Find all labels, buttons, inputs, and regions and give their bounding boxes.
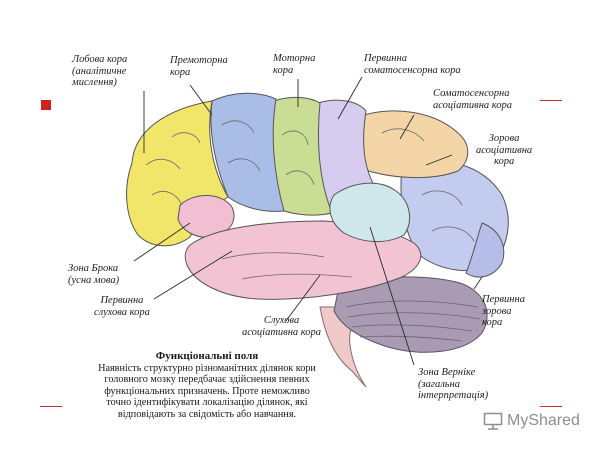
label-motor-cortex: Моторна кора	[273, 53, 316, 76]
cerebellum	[333, 276, 488, 353]
caption-title: Функціональні поля	[155, 350, 259, 362]
watermark-text: MyShared	[507, 412, 580, 429]
label-wernicke-area: Зона Верніке (загальна інтерпретація)	[418, 367, 489, 401]
label-frontal-cortex: Лобова кора (аналітичне мислення)	[72, 54, 128, 88]
label-broca-area: Зона Брока (усна мова)	[68, 263, 120, 286]
primary-visual-region	[465, 222, 505, 278]
presentation-board-icon	[483, 412, 503, 430]
deco-line	[540, 100, 562, 101]
deco-line	[40, 406, 62, 407]
label-auditory-association-cortex: Слухова асоціативна кора	[242, 315, 322, 338]
brain-functional-areas-figure: Лобова кора (аналітичне мислення) Премот…	[62, 45, 538, 429]
label-somatosensory-association-cortex: Соматосенсорна асоціативна кора	[433, 88, 513, 111]
broca-region	[177, 194, 235, 238]
wernicke-region	[329, 182, 411, 243]
temporal-region	[184, 220, 422, 300]
brain-diagram	[126, 76, 509, 388]
label-premotor-cortex: Премоторна кора	[170, 55, 228, 78]
label-primary-visual-cortex: Первинна зорова кора	[482, 294, 525, 328]
caption-text: Наявність структурно різноманітних ділян…	[98, 362, 316, 420]
premotor-region	[210, 92, 285, 212]
label-primary-somatosensory-cortex: Первинна соматосенсорна кора	[364, 53, 461, 76]
deco-line	[540, 406, 562, 407]
caption: Функціональні поля Наявність структурно …	[66, 350, 348, 421]
label-visual-association-cortex: Зорова асоціативна кора	[476, 133, 533, 167]
somatosensory-association-region	[354, 110, 469, 178]
bullet-square	[41, 100, 51, 110]
label-primary-auditory-cortex: Первинна слухова кора	[94, 295, 150, 318]
watermark: MyShared	[483, 410, 580, 432]
